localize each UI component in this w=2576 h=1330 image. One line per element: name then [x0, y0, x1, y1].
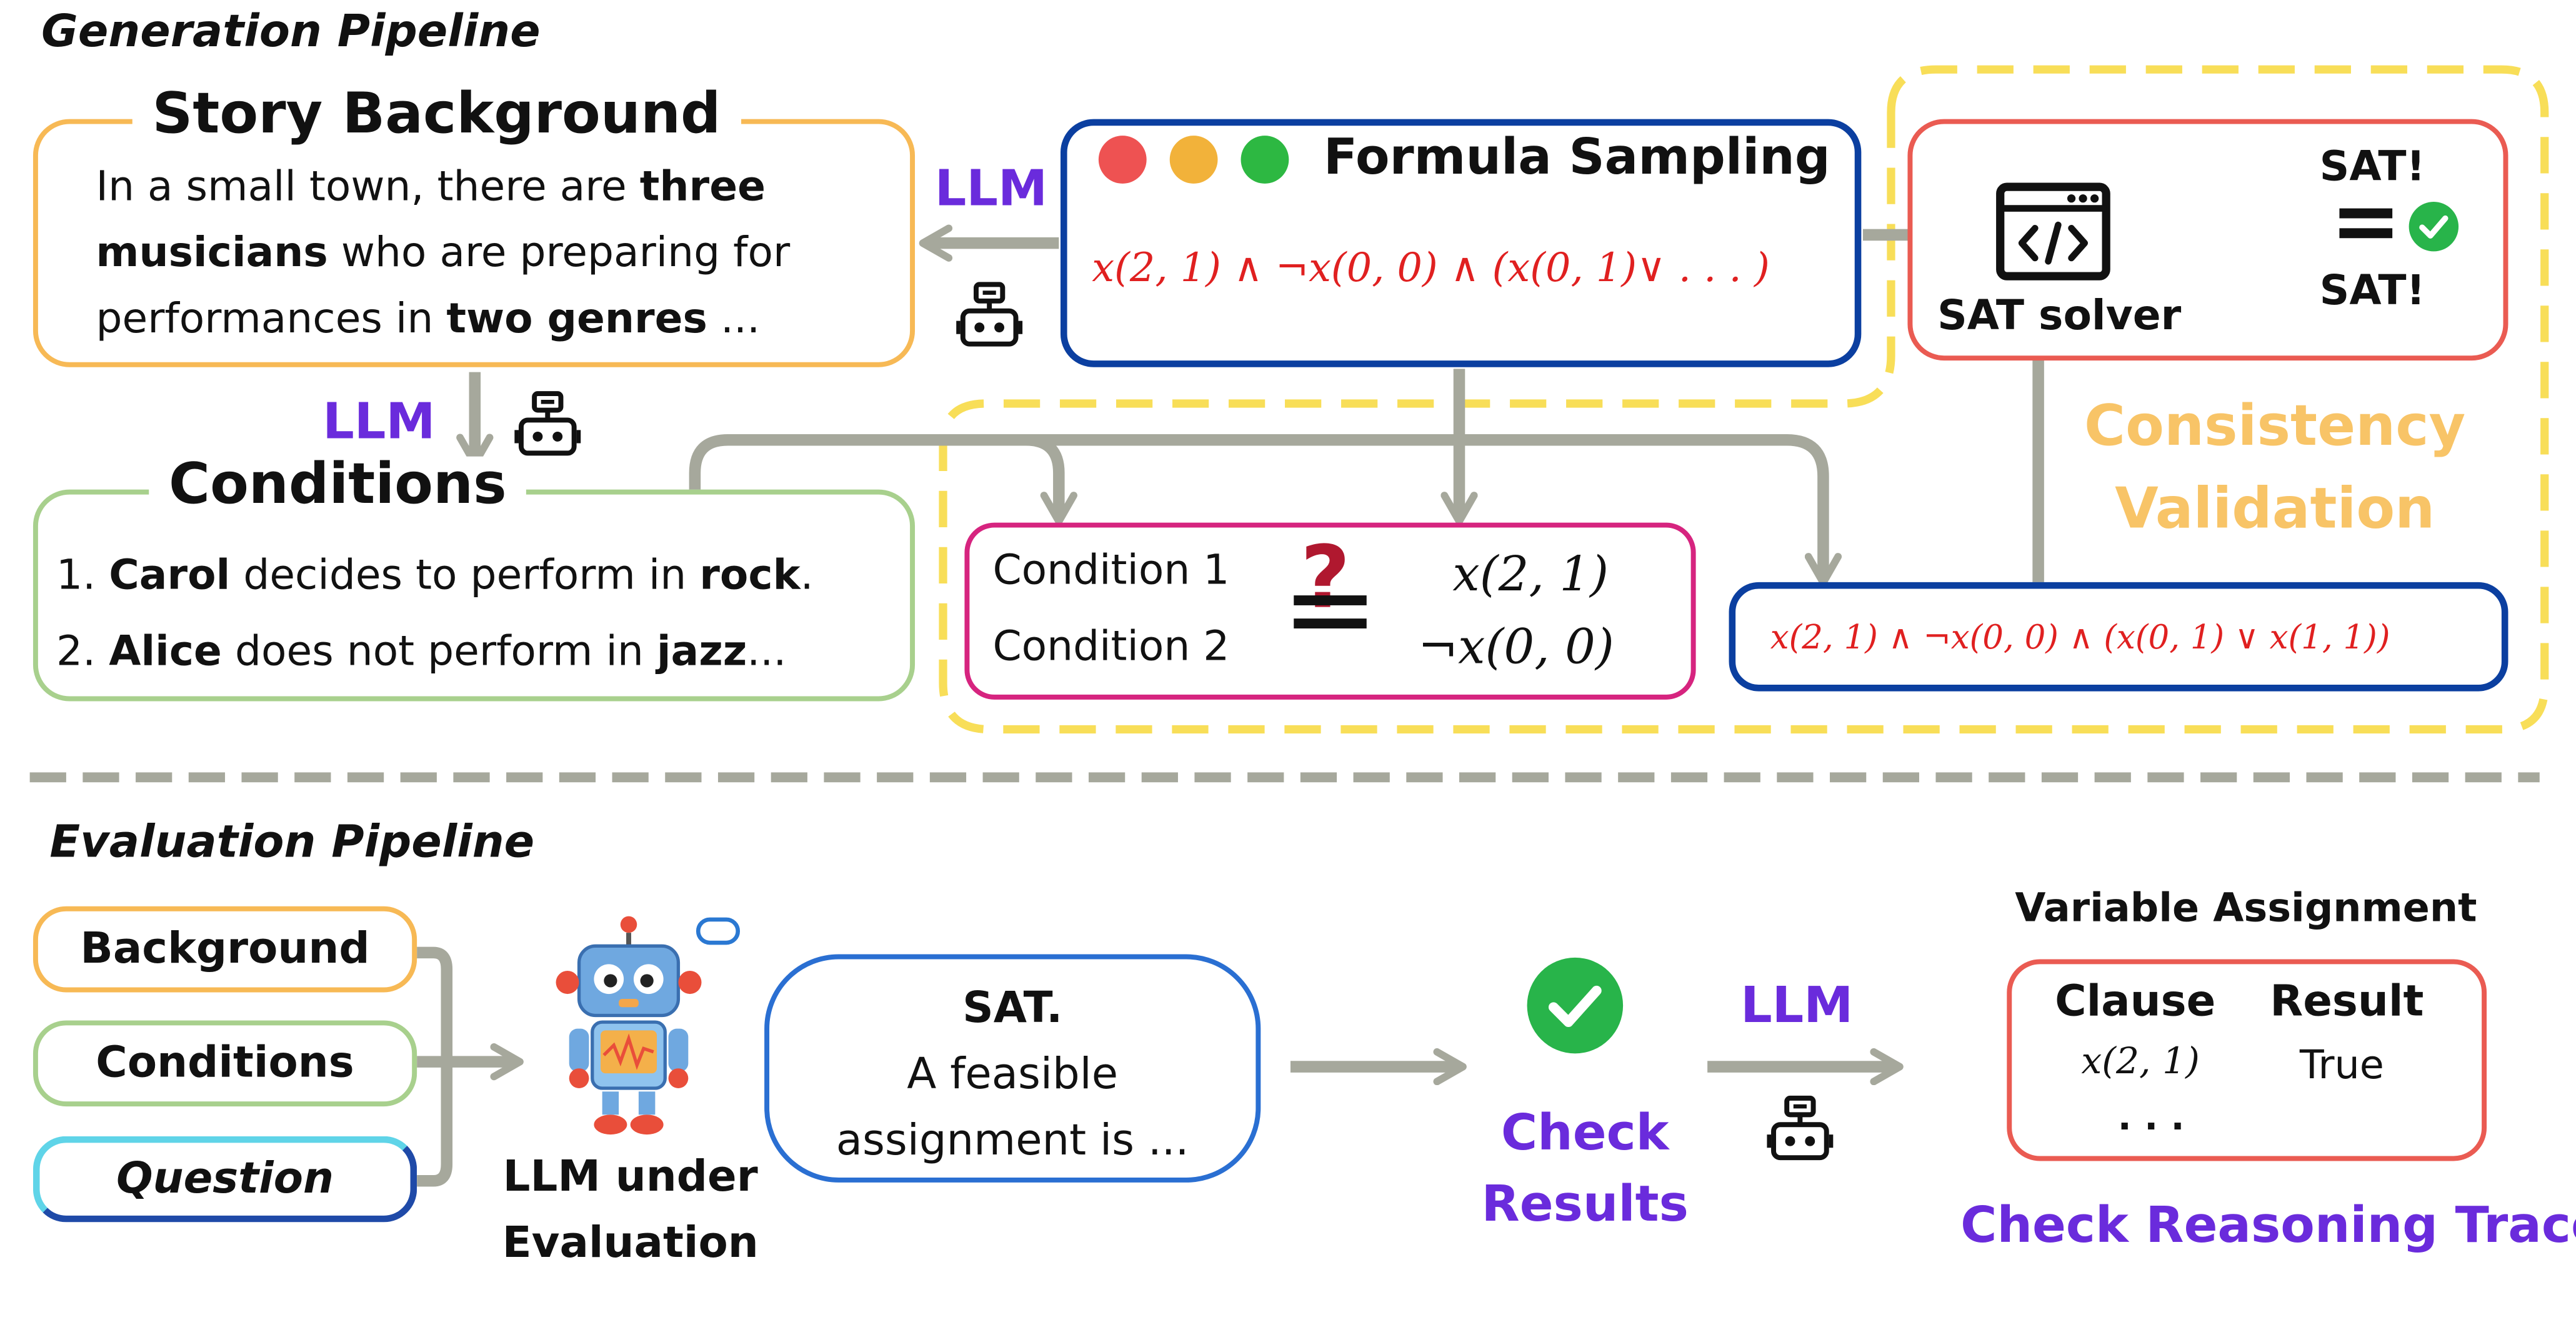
story-background-title: Story Background — [132, 86, 741, 142]
table-header-result: Result — [2270, 977, 2424, 1028]
yellow-dot-icon — [1169, 136, 1218, 184]
table-ellipsis: . . . — [2117, 1098, 2185, 1140]
conditions-text: 1. Carol decides to perform in rock. 2. … — [56, 550, 814, 675]
story-background-text: In a small town, there are three musicia… — [96, 162, 791, 343]
arrow-conditions-to-formula — [1026, 434, 1842, 587]
table-cell-clause: x(2, 1) — [2081, 1041, 2200, 1084]
consistency-validation-label: Consistency Validation — [2084, 394, 2466, 543]
variable-assignment-title: Variable Assignment — [2015, 885, 2477, 931]
formula-term-2: ¬x(0, 0) — [1417, 618, 1614, 675]
input-background: Background — [32, 906, 417, 993]
consistency-region — [939, 65, 2549, 734]
full-formula: x(2, 1) ∧ ¬x(0, 0) ∧ (x(0, 1) ∨ x(1, 1)) — [1770, 617, 2390, 657]
evaluation-pipeline-title: Evaluation Pipeline — [49, 816, 535, 868]
check-results-label: Check Results — [1481, 1104, 1689, 1234]
llm-label-eval: LLM — [1740, 977, 1854, 1036]
sampled-formula: x(2, 1) ∧ ¬x(0, 0) ∧ (x(0, 1)∨ . . . ) — [1092, 244, 1770, 291]
arrow-conditions-to-compare — [689, 434, 1077, 525]
red-dot-icon — [1098, 136, 1147, 184]
conditions-title: Conditions — [149, 456, 527, 513]
variable-assignment-table — [2007, 959, 2487, 1161]
check-circle-icon — [2409, 201, 2459, 252]
condition-2-label: Condition 2 — [992, 622, 1230, 670]
sat-result-top: SAT! — [2319, 142, 2425, 191]
llm-label-left: LLM — [934, 160, 1048, 219]
full-formula-box — [1729, 582, 2509, 692]
code-window-icon — [1996, 182, 2110, 280]
formula-sampling-title: Formula Sampling — [1323, 129, 1830, 187]
question-equals-icon: ? — [1287, 536, 1374, 648]
llm-label-down: LLM — [322, 394, 436, 452]
table-header-clause: Clause — [2055, 977, 2216, 1028]
window-dots — [1098, 136, 1289, 184]
green-dot-icon — [1241, 136, 1289, 184]
condition-compare-box — [964, 522, 1696, 700]
sat-result-bottom: SAT! — [2319, 266, 2425, 315]
generation-pipeline-title: Generation Pipeline — [41, 6, 541, 58]
model-answer-text: SAT. A feasible assignment is ... — [836, 984, 1189, 1166]
robot-icon — [956, 282, 1023, 347]
check-reasoning-trace-label: Check Reasoning Trace — [1960, 1197, 2576, 1256]
input-question: Question — [32, 1136, 417, 1223]
equals-sign — [2339, 208, 2393, 239]
table-cell-result: True — [2299, 1041, 2384, 1088]
robot-under-evaluation-icon — [556, 916, 741, 1135]
robot-icon — [514, 391, 581, 456]
sat-solver-label: SAT solver — [1934, 290, 2185, 339]
condition-1-label: Condition 1 — [992, 545, 1230, 594]
formula-term-1: x(2, 1) — [1452, 545, 1609, 602]
check-circle-icon — [1527, 957, 1624, 1054]
llm-under-evaluation-label: LLM under Evaluation — [502, 1153, 759, 1269]
story-background-box — [32, 119, 916, 367]
robot-icon — [1767, 1095, 1834, 1161]
model-answer-box — [764, 954, 1261, 1183]
input-conditions: Conditions — [32, 1020, 417, 1107]
